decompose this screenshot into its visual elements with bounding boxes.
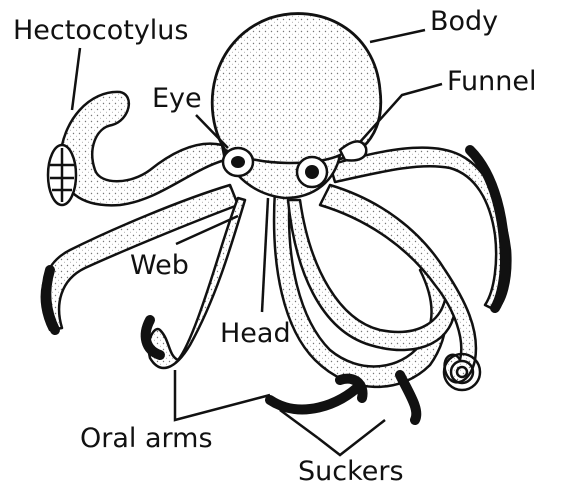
label-hectocotylus: Hectocotylus bbox=[13, 17, 188, 44]
hectocotylus-detail bbox=[48, 145, 76, 205]
leader-body bbox=[370, 30, 425, 42]
leader-suckers bbox=[318, 420, 385, 455]
eye-right bbox=[297, 157, 327, 187]
label-suckers: Suckers bbox=[298, 458, 404, 485]
leader-hectocotylus bbox=[72, 48, 80, 110]
label-funnel: Funnel bbox=[447, 68, 537, 95]
label-head: Head bbox=[220, 320, 291, 347]
eye-left bbox=[223, 148, 253, 176]
leader-head bbox=[262, 198, 268, 312]
label-eye: Eye bbox=[152, 85, 202, 112]
label-web: Web bbox=[130, 252, 189, 279]
leader-oral-arms bbox=[175, 370, 270, 420]
arm-right-spiral bbox=[320, 185, 476, 382]
label-oral-arms: Oral arms bbox=[80, 425, 213, 452]
label-body: Body bbox=[430, 8, 498, 35]
